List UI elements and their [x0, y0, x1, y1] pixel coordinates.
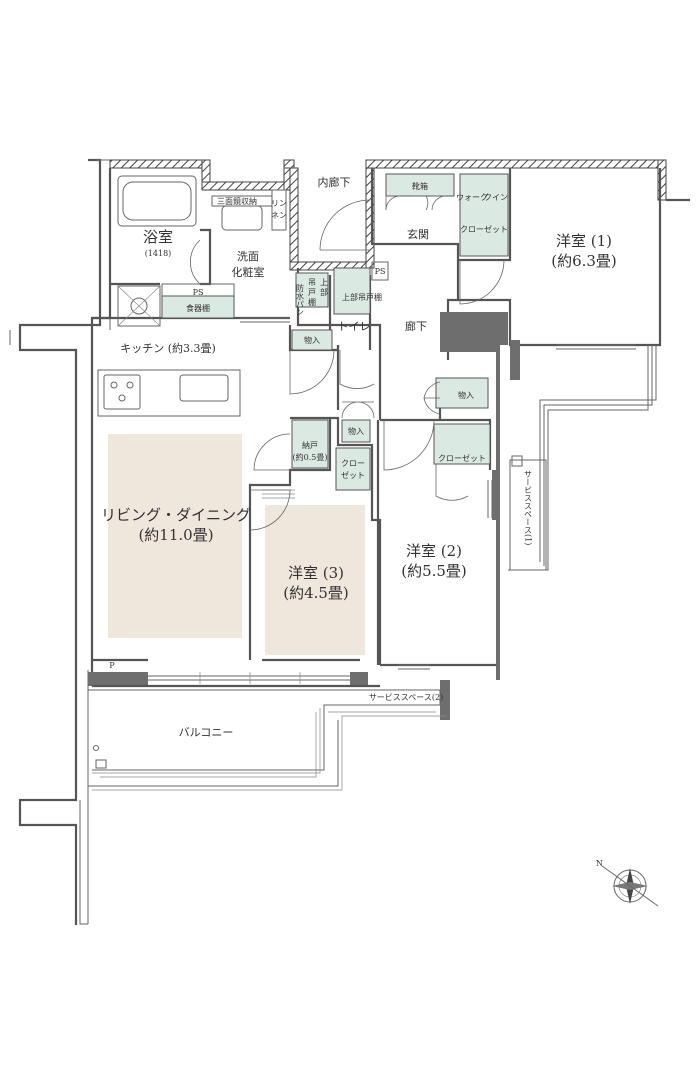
door-swings: [190, 195, 505, 531]
label-hallway: 廊下: [405, 319, 427, 333]
label-upper-1: 上: [320, 278, 328, 287]
label-linen-1: リン: [271, 199, 287, 208]
service-space-1-box: [509, 455, 547, 571]
label-service-space-2: サービススペース(2): [369, 693, 443, 702]
label-closet-2: クローゼット: [438, 453, 486, 463]
label-monoire-2: 物入: [348, 426, 364, 436]
label-bath: 浴室: [143, 228, 173, 246]
structural-columns: [88, 312, 520, 720]
label-shoe-box: 靴箱: [412, 181, 428, 191]
label-washroom-2: 化粧室: [232, 265, 265, 279]
label-western-room-2-size: (約5.5畳): [401, 562, 467, 580]
windows: [148, 317, 636, 684]
balcony-faucet: [95, 759, 107, 769]
north-label: N: [596, 859, 603, 868]
label-walkin-3: クロー: [460, 225, 484, 234]
label-bath-size: (1418): [145, 249, 172, 258]
label-washroom-1: 洗面: [237, 250, 259, 263]
kitchen-counter: [97, 369, 241, 417]
label-living-dining-size: (約11.0畳): [138, 526, 213, 544]
balcony-drain: [93, 745, 99, 751]
label-service-space-1: サービススペース(1): [524, 470, 533, 545]
label-western-room-3: 洋室 (3): [288, 564, 344, 582]
label-mirror-storage: 三面鏡収納: [217, 196, 257, 206]
label-living-dining: リビング・ダイニング: [101, 506, 251, 524]
bathroom-fixtures: [117, 175, 287, 327]
living-dining-highlight: [108, 434, 242, 638]
balcony-rails: [88, 689, 446, 791]
label-nando-size: (約0.5畳): [293, 452, 328, 462]
label-hanging-1: 吊: [308, 278, 316, 287]
label-p-mark: P: [109, 661, 115, 670]
label-kitchen: キッチン (約3.3畳): [120, 341, 216, 355]
label-monoire-1: 物入: [304, 335, 320, 345]
label-ps-1: PS: [193, 288, 204, 297]
label-nando: 納戸: [302, 440, 318, 450]
label-hanging-3: 棚: [308, 297, 316, 307]
label-monoire-3: 物入: [458, 390, 474, 400]
exterior-left-outline: [9, 158, 111, 925]
hatched-walls: [109, 159, 667, 271]
compass-icon: N: [596, 859, 659, 907]
label-western-room-2: 洋室 (2): [406, 542, 462, 560]
label-inner-corridor: 内廊下: [318, 175, 351, 189]
label-closet-a: クロー: [341, 459, 365, 468]
label-walkin-2: クイン: [484, 193, 508, 202]
label-walkin-1: ウォーク: [456, 193, 488, 202]
label-dish-cabinet: 食器棚: [186, 303, 210, 313]
label-western-room-1-size: (約6.3畳): [551, 252, 617, 270]
label-toilet: トイレ: [338, 320, 371, 333]
label-ps-2: PS: [375, 267, 386, 276]
label-western-room-3-size: (約4.5畳): [283, 584, 349, 602]
label-closet-b: ゼット: [341, 470, 365, 480]
label-western-room-1: 洋室 (1): [556, 232, 612, 250]
label-entrance: 玄関: [407, 227, 429, 241]
label-upper-cabinet: 上部吊戸棚: [342, 292, 382, 302]
label-hanging-2: 戸: [308, 288, 316, 297]
label-walkin-4: ゼット: [484, 224, 508, 234]
storage-units: [161, 173, 509, 491]
label-waterproof-pan: 防水パン: [296, 283, 305, 316]
label-balcony: バルコニー: [179, 726, 234, 739]
label-upper-2: 部: [320, 287, 328, 297]
label-linen-2: ネン: [271, 211, 287, 220]
western-room-3-highlight: [265, 505, 365, 655]
